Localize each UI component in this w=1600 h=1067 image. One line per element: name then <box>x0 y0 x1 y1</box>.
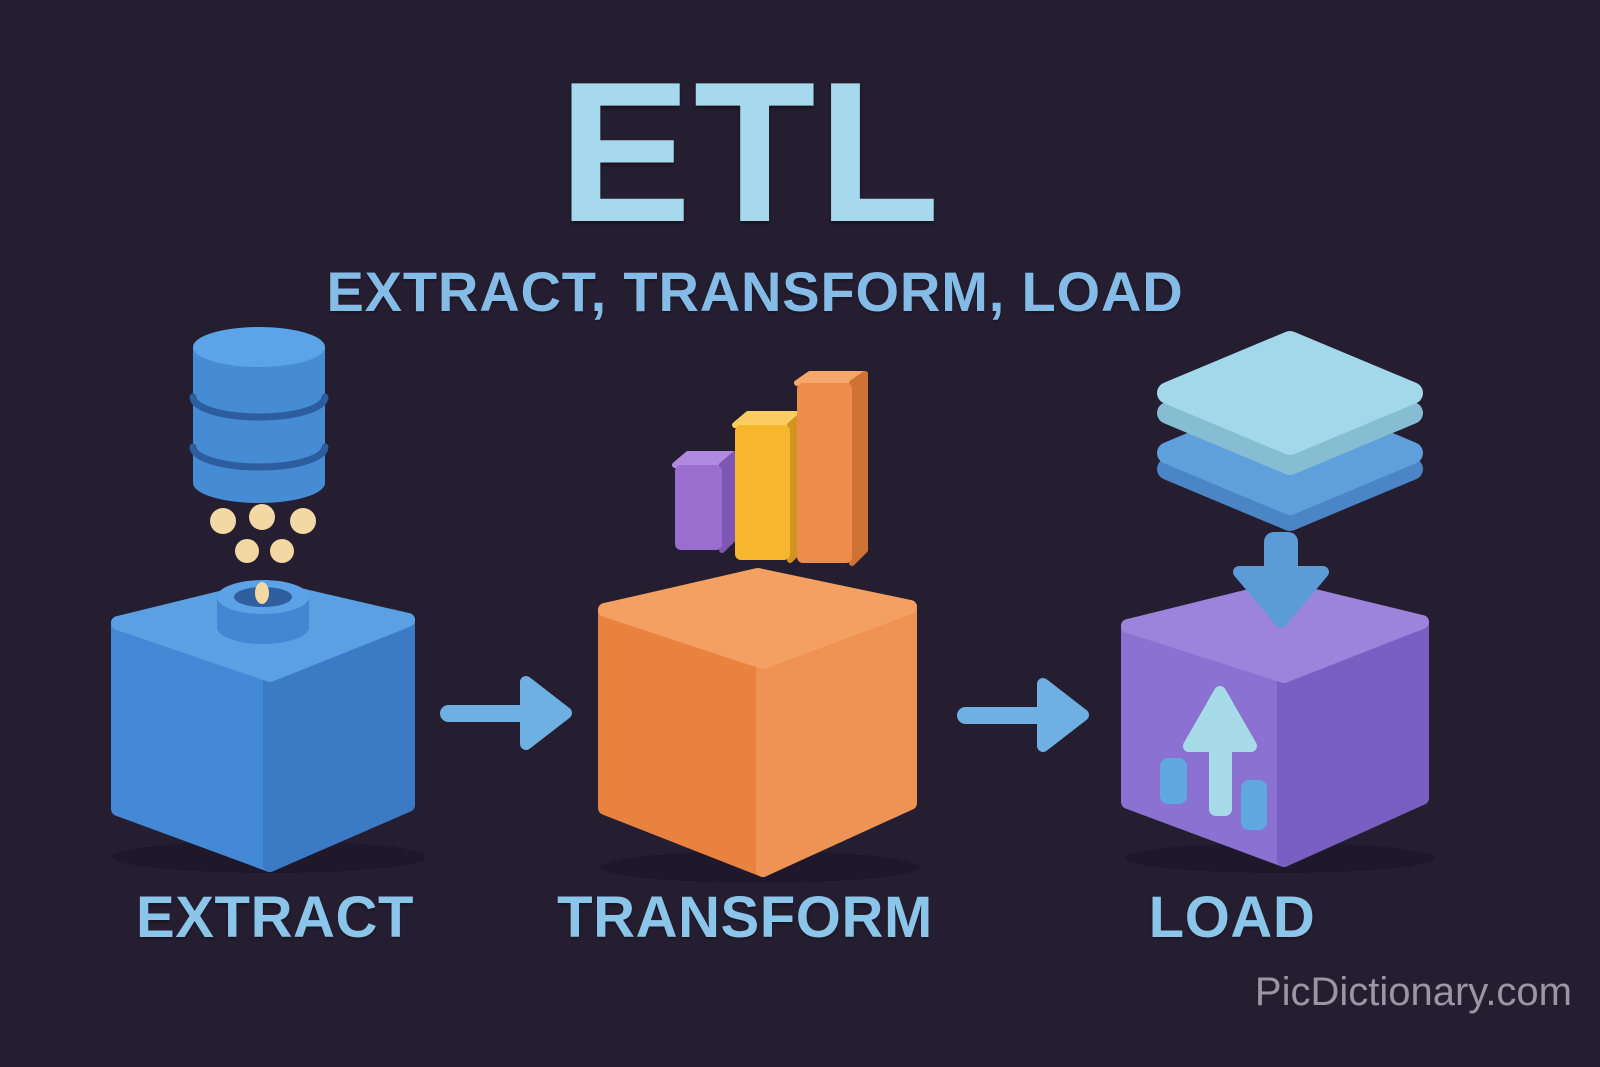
page-title: ETL <box>558 41 942 264</box>
page-subtitle: EXTRACT, TRANSFORM, LOAD <box>326 260 1184 323</box>
stage-label-load: LOAD <box>1148 885 1316 950</box>
extract-illustration <box>111 327 425 873</box>
bar-purple <box>672 451 738 553</box>
bar-yellow <box>732 411 806 563</box>
transform-illustration <box>598 371 920 883</box>
upload-arrow-icon <box>1160 686 1267 830</box>
funnel-port-icon <box>217 580 309 644</box>
bar-orange <box>794 371 868 566</box>
load-illustration <box>1121 331 1435 873</box>
transform-cube-icon <box>598 568 917 877</box>
layer-stack-icon <box>1157 331 1423 531</box>
database-icon <box>189 327 329 503</box>
arrow-right-icon <box>957 678 1089 752</box>
load-cube-icon <box>1121 581 1429 867</box>
layer-slab-light <box>1157 331 1423 475</box>
download-arrow-icon <box>1233 532 1329 628</box>
stage-label-transform: TRANSFORM <box>557 885 933 950</box>
extract-cube-icon <box>111 580 415 872</box>
arrow-right-icon <box>440 676 572 750</box>
watermark: PicDictionary.com <box>1254 970 1572 1014</box>
data-dots-icon <box>210 504 316 563</box>
bar-chart-icon <box>672 371 868 566</box>
stage-label-extract: EXTRACT <box>136 885 414 950</box>
stat-bar-left <box>1160 758 1187 804</box>
stat-bar-right <box>1241 780 1267 830</box>
